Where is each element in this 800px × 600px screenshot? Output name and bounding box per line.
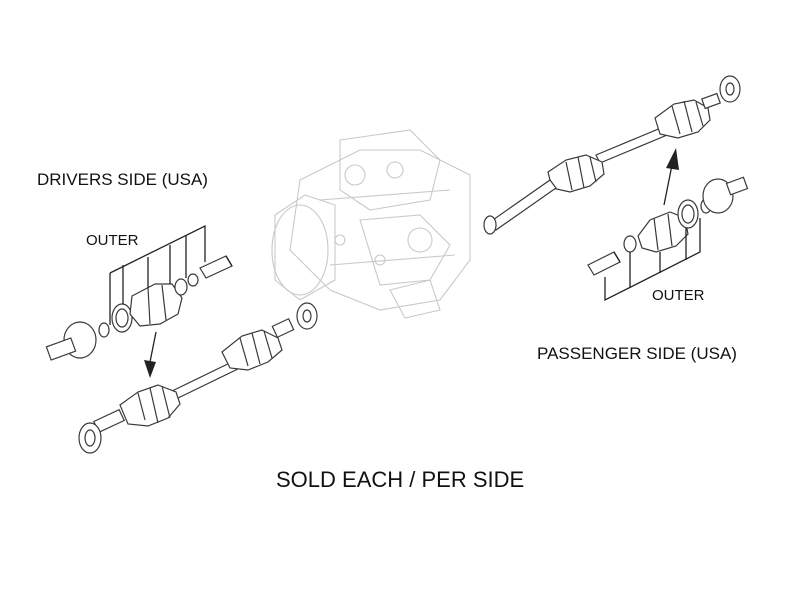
transmission-ghost (271, 129, 471, 319)
drivers-boot-kit (45, 224, 233, 378)
passenger-side-label: PASSENGER SIDE (USA) (537, 344, 737, 363)
passenger-boot-kit (587, 148, 749, 302)
drivers-side-label: DRIVERS SIDE (USA) (37, 170, 208, 189)
passenger-side-axle (483, 75, 741, 235)
drivers-side-axle (78, 302, 318, 454)
sold-each-caption: SOLD EACH / PER SIDE (276, 467, 525, 492)
drivers-outer-label: OUTER (86, 232, 139, 249)
passenger-outer-label: OUTER (652, 287, 705, 304)
